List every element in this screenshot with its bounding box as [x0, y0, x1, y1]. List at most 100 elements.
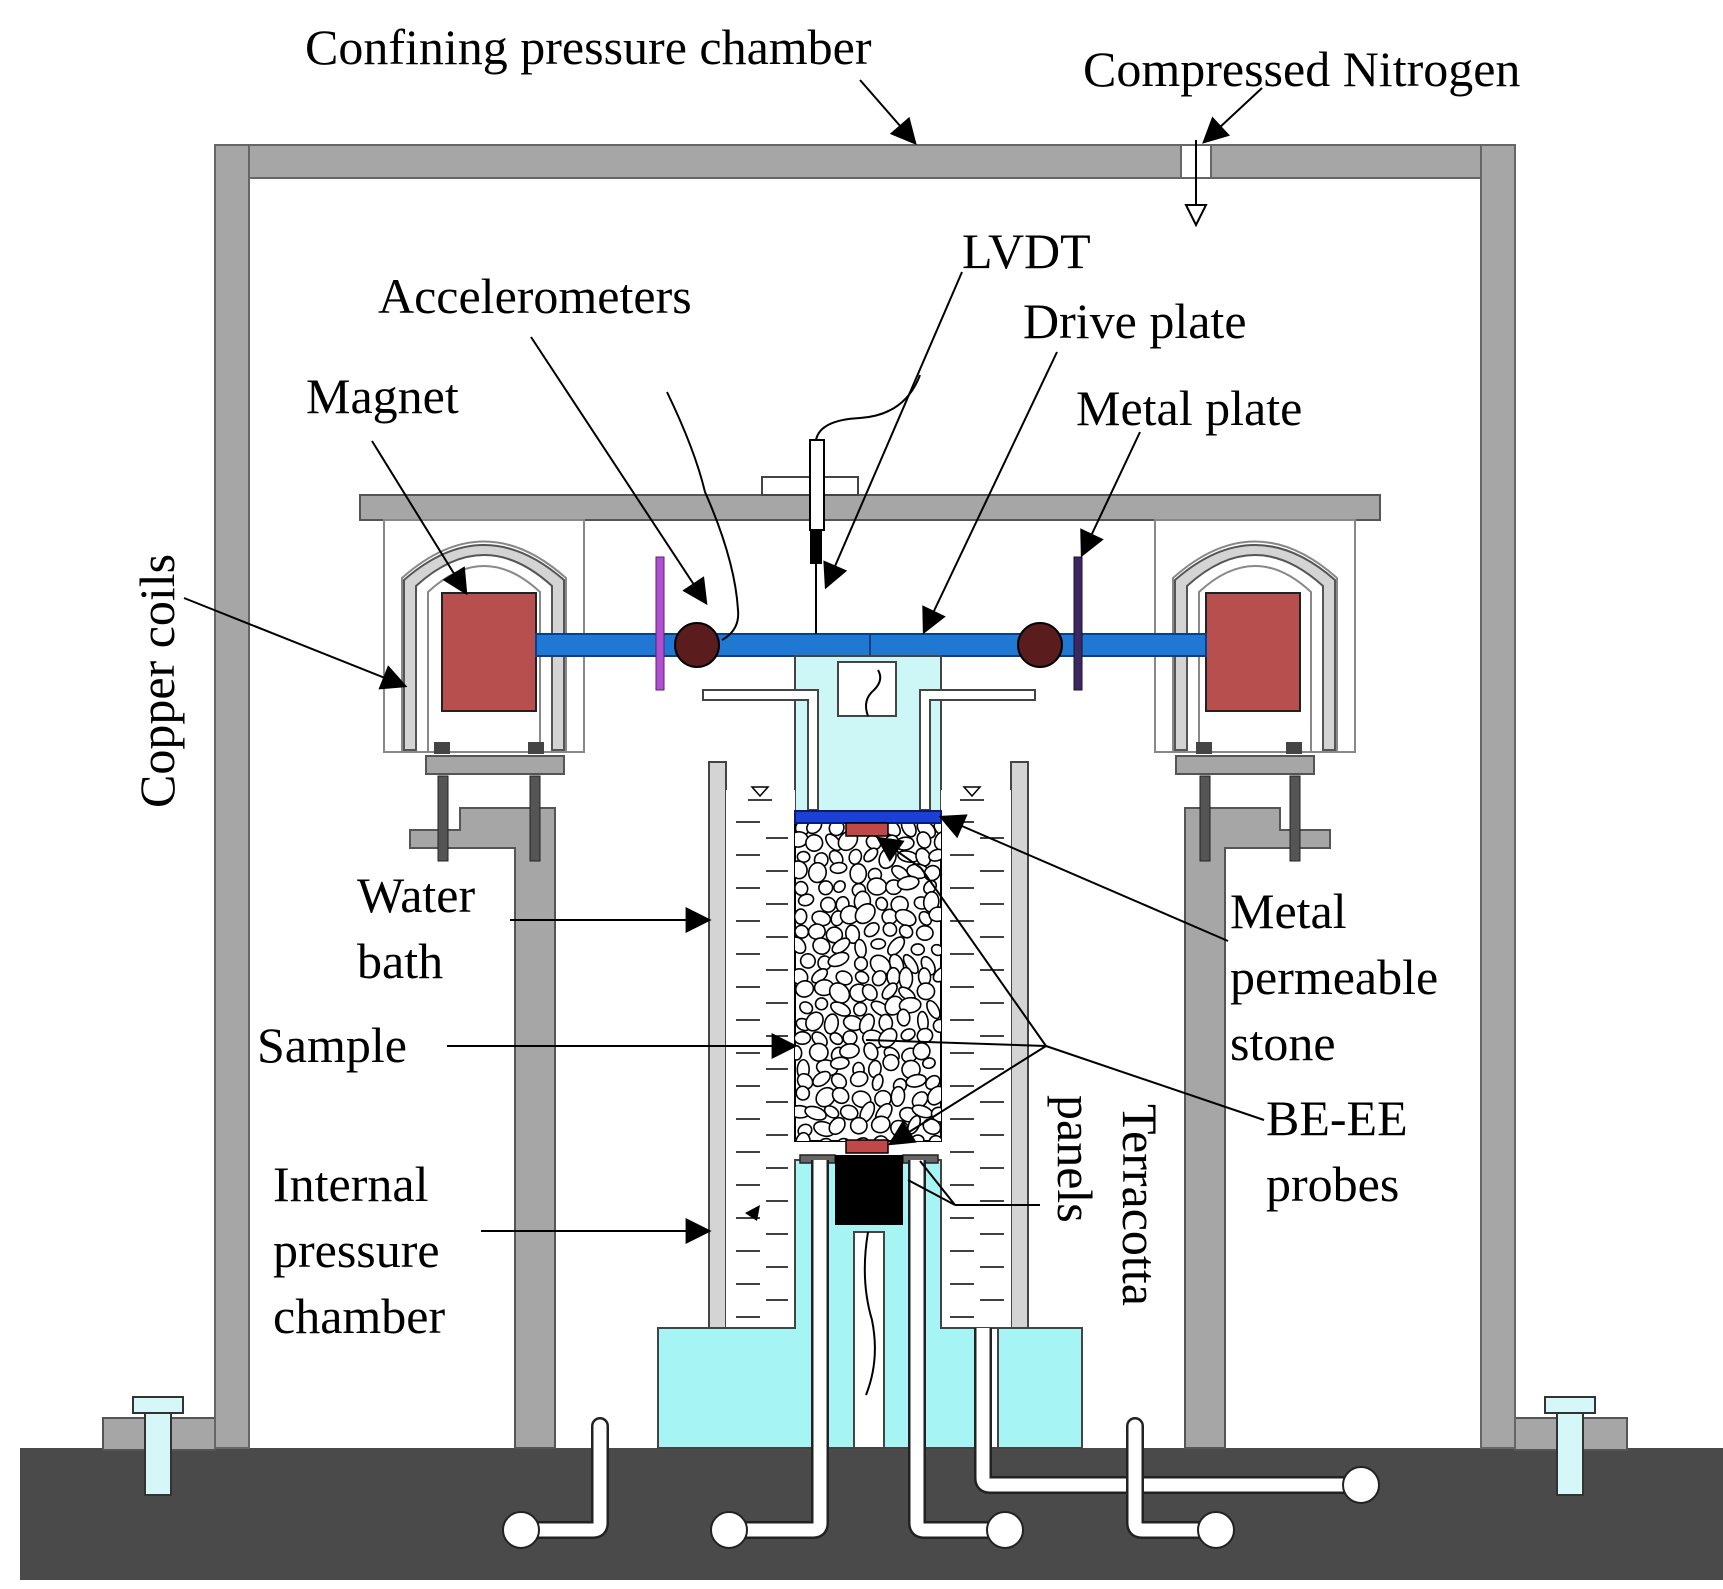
be-ee-probe-bottom	[845, 1139, 889, 1154]
aggregate-particle	[829, 1032, 844, 1046]
confining-pressure-chamber	[214, 140, 1516, 1449]
right-copper-coil	[1174, 544, 1336, 751]
aggregate-particle	[828, 982, 851, 1004]
aggregate-particle	[853, 1001, 868, 1017]
aggregate-particle	[854, 970, 870, 985]
aggregate-particle	[833, 880, 846, 894]
aggregate-particle	[882, 922, 898, 937]
aggregate-particle	[915, 924, 934, 942]
label-metal-permeable-stone-1: Metal	[1230, 883, 1347, 939]
aggregate-particle	[818, 880, 834, 896]
label-accelerometers: Accelerometers	[378, 268, 692, 324]
aggregate-particle	[882, 1053, 900, 1072]
label-copper-coils: Copper coils	[129, 554, 185, 808]
aggregate-particle	[795, 860, 808, 880]
aggregate-particle	[807, 861, 827, 884]
aggregate-particle	[896, 875, 920, 891]
aggregate-particle	[819, 896, 837, 913]
aggregate-particle	[900, 1028, 916, 1042]
aggregate-particle	[829, 861, 848, 875]
aggregate-particle	[812, 937, 831, 956]
label-terracotta-panels-2: panels	[1047, 1095, 1103, 1223]
aggregate-particle	[795, 1031, 812, 1046]
aggregate-particle	[866, 877, 888, 896]
base-plate	[20, 1448, 1723, 1580]
aggregate-particle	[817, 1137, 834, 1141]
label-metal-permeable-stone-3: stone	[1230, 1015, 1336, 1071]
aggregate-particle	[858, 1013, 876, 1035]
aggregate-particle	[870, 938, 887, 950]
right-support-column	[1184, 807, 1331, 1449]
aggregate-particle	[831, 1086, 850, 1105]
aggregate-particle	[928, 848, 941, 862]
metal-plate-left	[655, 556, 665, 691]
aggregate-particle	[831, 937, 851, 955]
aggregate-particle	[853, 956, 869, 972]
aggregate-particle	[905, 1073, 927, 1088]
aggregate-particle	[871, 1073, 884, 1092]
aggregate-particle	[805, 1011, 824, 1032]
aggregate-particle	[795, 1131, 811, 1141]
left-magnet	[441, 592, 537, 712]
label-compressed-nitrogen: Compressed Nitrogen	[1083, 41, 1520, 97]
aggregate-particle	[849, 1070, 869, 1088]
aggregate-particle	[875, 896, 889, 911]
aggregate-particle	[861, 983, 878, 1002]
aggregate-particle	[844, 924, 861, 945]
aggregate-particle	[894, 908, 917, 927]
aggregate-particle	[814, 997, 829, 1011]
aggregate-particle	[930, 943, 941, 957]
aggregate-particle	[926, 999, 941, 1020]
top-cap	[702, 655, 1036, 812]
metal-permeable-stone	[794, 810, 942, 824]
label-drive-plate: Drive plate	[1023, 293, 1247, 349]
aggregate-particle	[932, 966, 941, 983]
aggregate-particle	[823, 1013, 840, 1035]
drainage-pipes	[502, 1160, 1380, 1549]
aggregate-particle	[916, 982, 936, 1001]
aggregate-particle	[854, 903, 876, 925]
label-confining-pressure-chamber: Confining pressure chamber	[305, 19, 872, 75]
label-be-ee-probes-1: BE-EE	[1266, 1090, 1408, 1146]
aggregate-particle	[799, 1001, 814, 1015]
aggregate-particle	[878, 1027, 898, 1049]
aggregate-particle	[823, 1105, 840, 1119]
aggregate-particle	[815, 1086, 836, 1108]
be-ee-probe-top	[845, 822, 889, 837]
label-internal-pressure-chamber-3: chamber	[273, 1288, 445, 1344]
aggregate-particle	[799, 953, 816, 969]
metal-plate-right	[1073, 556, 1083, 691]
label-internal-pressure-chamber-2: pressure	[273, 1222, 440, 1278]
aggregate-particle	[795, 908, 808, 925]
aggregate-particle	[795, 1085, 811, 1101]
label-sample: Sample	[257, 1017, 407, 1073]
right-anchor-bolt	[1514, 1396, 1628, 1496]
aggregate-particle	[827, 951, 850, 968]
label-water-bath-1: Water	[357, 867, 475, 923]
label-be-ee-probes-2: probes	[1266, 1156, 1399, 1212]
aggregate-particle	[829, 1056, 850, 1070]
aggregate-particle	[896, 1008, 911, 1027]
aggregate-particle	[926, 1085, 941, 1106]
aggregate-particle	[863, 1042, 879, 1061]
aggregate-particle	[795, 936, 807, 955]
aggregate-particle	[848, 848, 863, 866]
accelerometer-right	[1017, 622, 1063, 668]
aggregate-particle	[830, 1073, 848, 1090]
aggregate-particle	[828, 1116, 846, 1136]
aggregate-particle	[839, 1104, 859, 1121]
aggregate-particle	[795, 980, 815, 998]
aggregate-particle	[890, 1085, 906, 1107]
aggregate-particle	[928, 906, 941, 923]
aggregate-particle	[871, 969, 887, 987]
aggregate-particle	[797, 893, 815, 907]
sample	[794, 820, 942, 1142]
aggregate-particle	[916, 831, 932, 849]
label-lvdt: LVDT	[962, 223, 1091, 279]
leader-lines	[183, 79, 1265, 1244]
aggregate-particle	[898, 924, 914, 939]
aggregate-particle	[898, 966, 914, 991]
aggregate-particle	[842, 1030, 858, 1046]
aggregate-particle	[812, 1070, 832, 1088]
